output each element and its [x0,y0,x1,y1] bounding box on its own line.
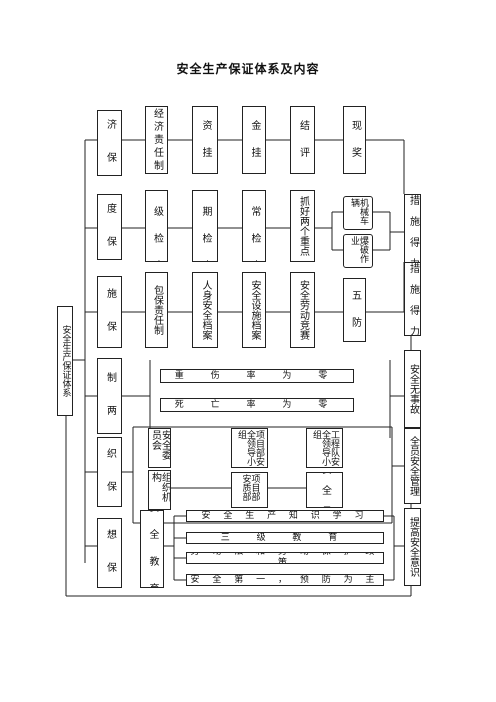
sub-label: 机械车辆 [349,198,368,225]
org-dept: 项目部安质部 [231,472,268,508]
target-label: 安全无事故 [407,364,419,414]
econ-item-1: 经济责任制 [145,106,168,174]
item-label: 工 资 挂 钩 [200,106,211,174]
target-label: 措 施 得 力 [407,262,419,336]
measure-target: 措 施 得 力 [404,262,421,336]
category-rates: 控 制 两 率 [97,358,122,434]
thought-item-4: 安 全 第 一 ， 预 防 为 主 [186,574,384,586]
category-system: 制 度 保 证 [97,194,122,260]
item-label: 重 伤 率 为 零 [174,370,340,381]
measure-item-2: 人身安全档案 [192,272,218,348]
category-label: 经 济 保 证 [104,110,116,176]
target-label: 措 施 得 力 [407,194,419,268]
category-measures: 措 施 保 证 [97,276,122,348]
rate-item-serious-injury: 重 伤 率 为 零 [160,369,354,383]
thought-item-1: 安 全 生 产 知 识 学 习 [186,510,384,522]
org-target: 全员安全管理 [404,428,421,504]
rate-target: 安全无事故 [404,350,421,428]
measure-item-4: 安全劳动竞赛 [290,272,315,348]
category-organization: 组 织 保 证 [97,437,122,507]
item-label: 安全设施档案 [249,280,260,340]
item-label: 奖 金 挂 钩 [249,106,260,174]
category-label: 思 想 保 证 [104,518,116,588]
item-label: 项目部安质部 [240,474,260,501]
thought-item-2: 三 级 教 育 [186,532,384,544]
item-label: 定 期 检 查 [200,190,211,262]
thought-target: 提高安全意识 [404,508,421,586]
item-label: 人身安全档案 [200,280,211,340]
system-item-1: 二 级 检 查 [145,190,168,262]
item-label: 安 全 生 产 知 识 学 习 [201,510,369,521]
category-label: 组 织 保 证 [104,437,116,507]
org-leader-group-team: 工程队安全领导小组 [306,428,343,468]
item-label: 总 结 评 比 [297,106,309,174]
item-label: 劳 动 法 和 劳 动 保 护 政 策 [190,552,380,564]
thought-item-3: 劳 动 法 和 劳 动 保 护 政 策 [186,552,384,564]
item-label: 死 亡 率 为 零 [174,399,340,410]
category-label: 措 施 保 证 [104,276,116,348]
econ-item-3: 奖 金 挂 钩 [242,106,266,174]
system-item-2: 定 期 检 查 [192,190,218,262]
item-label: 抓好两个重点 [297,196,309,256]
org-leader-group-project: 项目部安全领导小组 [231,428,268,468]
page-title: 安全生产保证体系及内容 [176,62,320,76]
category-thought: 思 想 保 证 [97,518,122,588]
measure-item-3: 安全设施档案 [242,272,266,348]
measure-item-5: 五 防 [343,278,366,342]
sub-label: 爆破作业 [349,236,368,263]
item-label: 工程队安全领导小组 [311,430,339,466]
target-label: 提高安全意识 [407,517,419,577]
system-item-4: 抓好两个重点 [290,190,315,262]
item-label: 安 全 教 育 [147,510,158,588]
item-label: 安 全 第 一 ， 预 防 为 主 [190,574,380,585]
category-economic: 经 济 保 证 [97,110,122,176]
org-agency: 组织机构 [148,470,171,510]
item-label: 安全劳动竞赛 [297,280,309,340]
item-label: 安 全 员 [319,472,331,508]
item-label: 经济责任制 [151,107,163,173]
system-item-3: 经 常 检 查 [242,190,266,262]
target-label: 全员安全管理 [407,436,419,496]
econ-item-2: 工 资 挂 钩 [192,106,218,174]
econ-item-4: 总 结 评 比 [290,106,315,174]
item-label: 五 防 [349,290,361,330]
rate-item-death: 死 亡 率 为 零 [160,398,354,412]
target-label: 兑 现 奖 惩 [349,106,361,174]
system-sub-vehicles: 机械车辆 [343,196,373,230]
item-label: 经 常 检 查 [249,190,260,262]
org-officer: 安 全 员 [306,472,343,508]
system-target: 措 施 得 力 [404,194,421,268]
item-label: 二 级 检 查 [151,190,163,262]
item-label: 三 级 教 育 [220,532,350,543]
thought-main: 安 全 教 育 [140,510,164,588]
item-label: 包保责任制 [151,285,163,335]
category-label: 制 度 保 证 [104,194,116,260]
category-label: 控 制 两 率 [104,358,116,434]
system-sub-blasting: 爆破作业 [343,234,373,268]
item-label: 组织机构 [149,472,171,502]
item-label: 安全委员会 [149,430,171,460]
org-committee: 安全委员会 [148,428,171,468]
root-box: 安全生产保证体系 [57,306,73,416]
item-label: 项目部安全领导小组 [236,430,264,466]
econ-target: 兑 现 奖 惩 [343,106,366,174]
measure-item-1: 包保责任制 [145,272,168,348]
root-label: 安全生产保证体系 [60,325,71,397]
